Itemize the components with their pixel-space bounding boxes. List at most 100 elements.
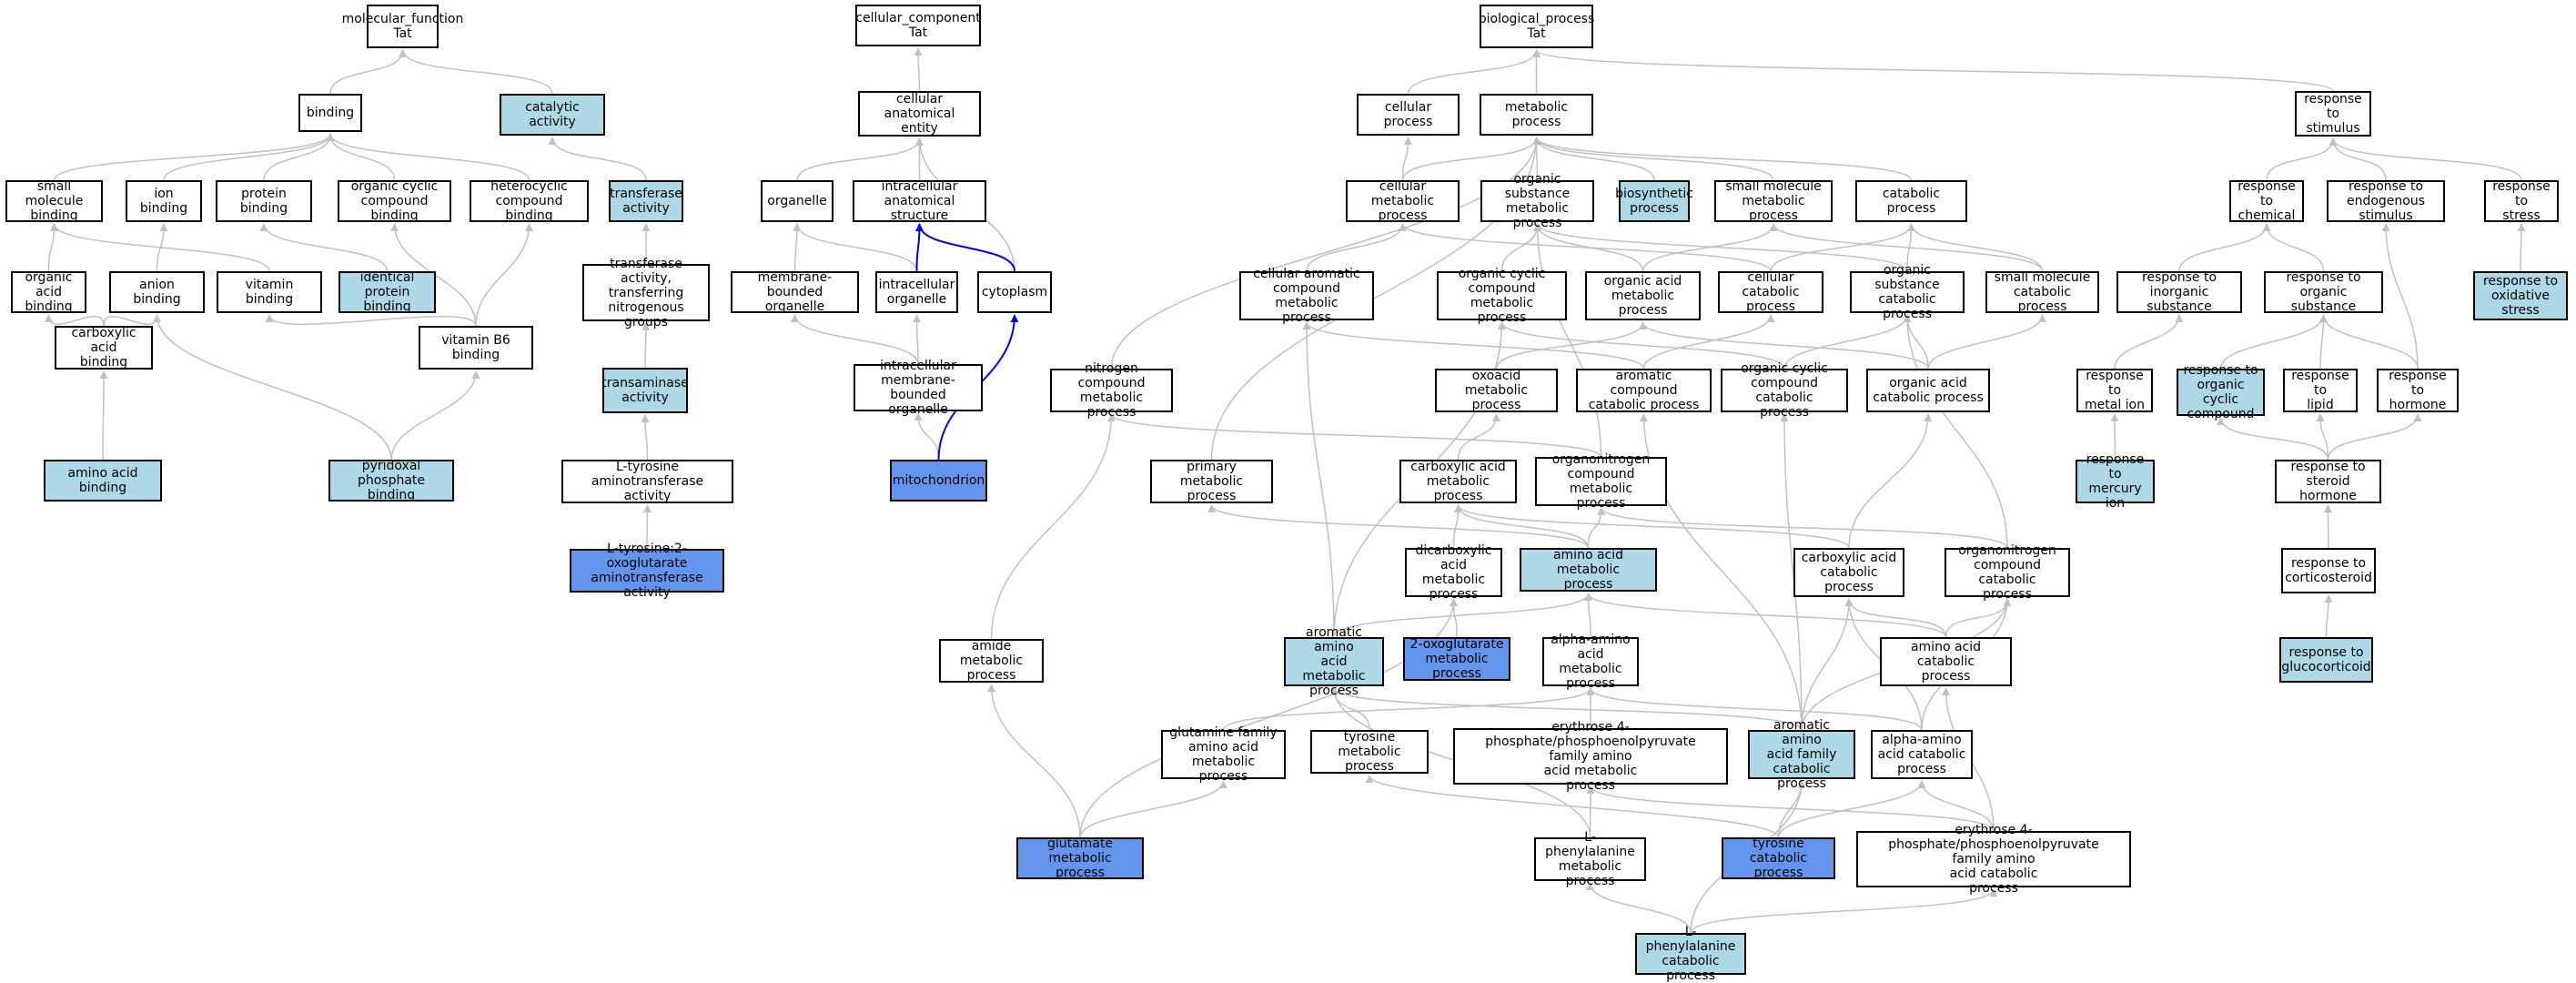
- graph-node-label: cellular anatomical entity: [884, 92, 955, 136]
- graph-node-label: response to stress: [2492, 179, 2551, 223]
- edge-onccp-to-oncmp: [1597, 507, 2008, 549]
- graph-node-oacp: organic acid catabolic process: [1866, 369, 1990, 412]
- graph-node-rchem: response to chemical: [2229, 179, 2304, 223]
- graph-node-label: amino acid metabolic process: [1552, 548, 1624, 592]
- edge-oxoamp-to-oamp: [1495, 321, 1647, 370]
- graph-node-rlipid: response to lipid: [2283, 369, 2358, 412]
- graph-node-occb: organic cyclic compound binding: [338, 179, 451, 223]
- graph-node-label: organic acid metabolic process: [1603, 274, 1682, 318]
- edge-io-to-organelle: [793, 223, 918, 272]
- graph-node-label: organic cyclic compound metabolic proces…: [1458, 267, 1546, 325]
- edge-idprot-to-protb: [259, 223, 389, 272]
- edge-occb-to-binding: [326, 133, 396, 181]
- edge-cab-to-oab: [45, 314, 105, 327]
- edge-aamp-to-pmp: [1207, 504, 1590, 549]
- graph-node-label: erythrose 4-phosphate/phosphoenolpyruvat…: [1485, 720, 1696, 793]
- edge-aacp-to-aamp: [1584, 593, 1947, 638]
- edge-amidemp-to-ncmp: [990, 413, 1116, 640]
- edge-e4pcp-to-alphaacp: [1917, 780, 1995, 832]
- graph-node-lphecp: L-phenylalanine catabolic process: [1635, 925, 1746, 983]
- graph-node-label: catalytic activity: [525, 100, 580, 129]
- graph-node-label: transferase activity, transferring nitro…: [608, 256, 684, 329]
- graph-node-rmetal: response to metal ion: [2076, 369, 2153, 412]
- edge-smb-to-binding: [53, 133, 335, 181]
- edge-rendo-to-rstim: [2329, 137, 2387, 181]
- edge-oncmp-to-osmp: [1533, 223, 1602, 458]
- edge-cmp-to-metp: [1401, 137, 1541, 181]
- graph-node-label: cellular_component Tat: [855, 11, 981, 40]
- edge-oncmp-to-ncmp: [1107, 413, 1602, 458]
- edge-occmp-to-osmp: [1500, 223, 1541, 272]
- edge-alphaacp-to-alphaamp: [1586, 687, 1923, 731]
- graph-node-transN: transferase activity, transferring nitro…: [582, 257, 710, 329]
- graph-node-oxoglut: 2-oxoglutarate metabolic process: [1403, 637, 1510, 681]
- graph-node-label: mitochondrion: [892, 473, 985, 488]
- graph-node-cc: cellular_component Tat: [855, 5, 981, 46]
- edge-rster-to-rocc: [2217, 417, 2329, 461]
- edge-glutmp-to-dcamp: [1079, 598, 1458, 838]
- edge-plp-to-vb6: [390, 370, 480, 461]
- graph-node-aamp: amino acid metabolic process: [1520, 548, 1657, 592]
- graph-node-aacp: amino acid catabolic process: [1880, 637, 2012, 686]
- graph-node-mito: mitochondrion: [890, 460, 987, 502]
- graph-node-label: erythrose 4-phosphate/phosphoenolpyruvat…: [1888, 823, 2099, 896]
- edge-rchem-to-rstim: [2266, 137, 2338, 181]
- graph-node-glutmp: glutamate metabolic process: [1016, 836, 1144, 880]
- graph-node-rorg: response to organic substance: [2264, 270, 2383, 314]
- graph-node-tyrcp: tyrosine catabolic process: [1722, 836, 1835, 880]
- graph-node-bp: biological_process Tat: [1479, 5, 1594, 48]
- edge-aamp-to-oncmp: [1587, 507, 1605, 549]
- edge-aacp-to-onccp: [1945, 598, 2012, 638]
- edge-imbo-to-io: [913, 314, 922, 365]
- graph-node-label: biosynthetic process: [1615, 187, 1693, 216]
- edge-rster-to-rlipid: [2316, 413, 2329, 461]
- graph-node-label: small molecule binding: [25, 179, 84, 223]
- edge-imbo-to-mbo: [791, 314, 919, 365]
- graph-node-oab: organic acid binding: [11, 270, 86, 314]
- edge-transferase-to-catalytic: [548, 137, 647, 181]
- edge-cmp-to-cellp: [1401, 137, 1412, 181]
- graph-node-label: metabolic process: [1504, 100, 1569, 129]
- graph-node-label: pyridoxal phosphate binding: [357, 459, 426, 502]
- graph-node-cae: cellular anatomical entity: [858, 91, 981, 137]
- graph-node-catp: catabolic process: [1855, 180, 1967, 222]
- edge-tyrcp-to-alphaacp: [1777, 780, 1926, 838]
- edge-glutmp-to-amidemp: [987, 684, 1081, 838]
- edge-oacp-to-smcp: [1927, 314, 2046, 370]
- graph-node-label: carboxylic acid catabolic process: [1801, 551, 1897, 594]
- graph-node-rcort: response to corticosteroid: [2281, 548, 2376, 593]
- edge-cacmp-to-cmp: [1306, 223, 1407, 272]
- graph-node-label: organic acid catabolic process: [1873, 376, 1984, 405]
- graph-node-oncmp: organonitrogen compound metabolic proces…: [1535, 452, 1667, 511]
- edge-oscp-to-osmp: [1533, 223, 1908, 272]
- edge-aromacp-to-aromaamp: [1329, 687, 1803, 731]
- graph-node-rocc: response to organic cyclic compound: [2177, 363, 2265, 421]
- edge-cacp-to-camp: [1454, 504, 1850, 549]
- graph-node-rox: response to oxidative stress: [2473, 271, 2568, 320]
- graph-node-label: nitrogen compound metabolic process: [1077, 361, 1146, 420]
- edge-binding-to-mf: [329, 49, 407, 95]
- graph-node-label: transaminase activity: [601, 376, 689, 405]
- edge-lphecp-to-e4pcp: [1690, 888, 1998, 934]
- edge-rstress-to-rstim: [2329, 137, 2522, 181]
- graph-node-rgluco: response to glucocorticoid: [2279, 637, 2373, 683]
- edge-rmetal-to-rinorg: [2114, 314, 2184, 370]
- edge-aamp-to-camp: [1454, 504, 1590, 549]
- graph-node-rinorg: response to inorganic substance: [2116, 270, 2242, 314]
- graph-node-label: membrane-bounded organelle: [757, 270, 833, 314]
- edge-transaminase-to-transN: [641, 322, 651, 369]
- edge-vitb-to-smb: [50, 223, 270, 272]
- edge-aromacp-to-accp: [1640, 413, 1803, 731]
- graph-node-label: intracellular organelle: [878, 278, 955, 307]
- graph-node-label: response to organic cyclic compound: [2183, 363, 2258, 421]
- edge-rgluco-to-rcort: [2324, 594, 2333, 638]
- graph-node-label: organelle: [767, 194, 827, 208]
- edge-mito-to-imbo: [914, 412, 940, 461]
- graph-node-label: L-phenylalanine catabolic process: [1645, 925, 1736, 983]
- graph-node-label: cellular metabolic process: [1370, 179, 1435, 223]
- graph-node-aromacp: aromatic amino acid family catabolic pro…: [1748, 718, 1855, 791]
- edge-glutmp-to-glnfam: [1079, 780, 1227, 838]
- graph-node-ncmp: nitrogen compound metabolic process: [1050, 361, 1173, 420]
